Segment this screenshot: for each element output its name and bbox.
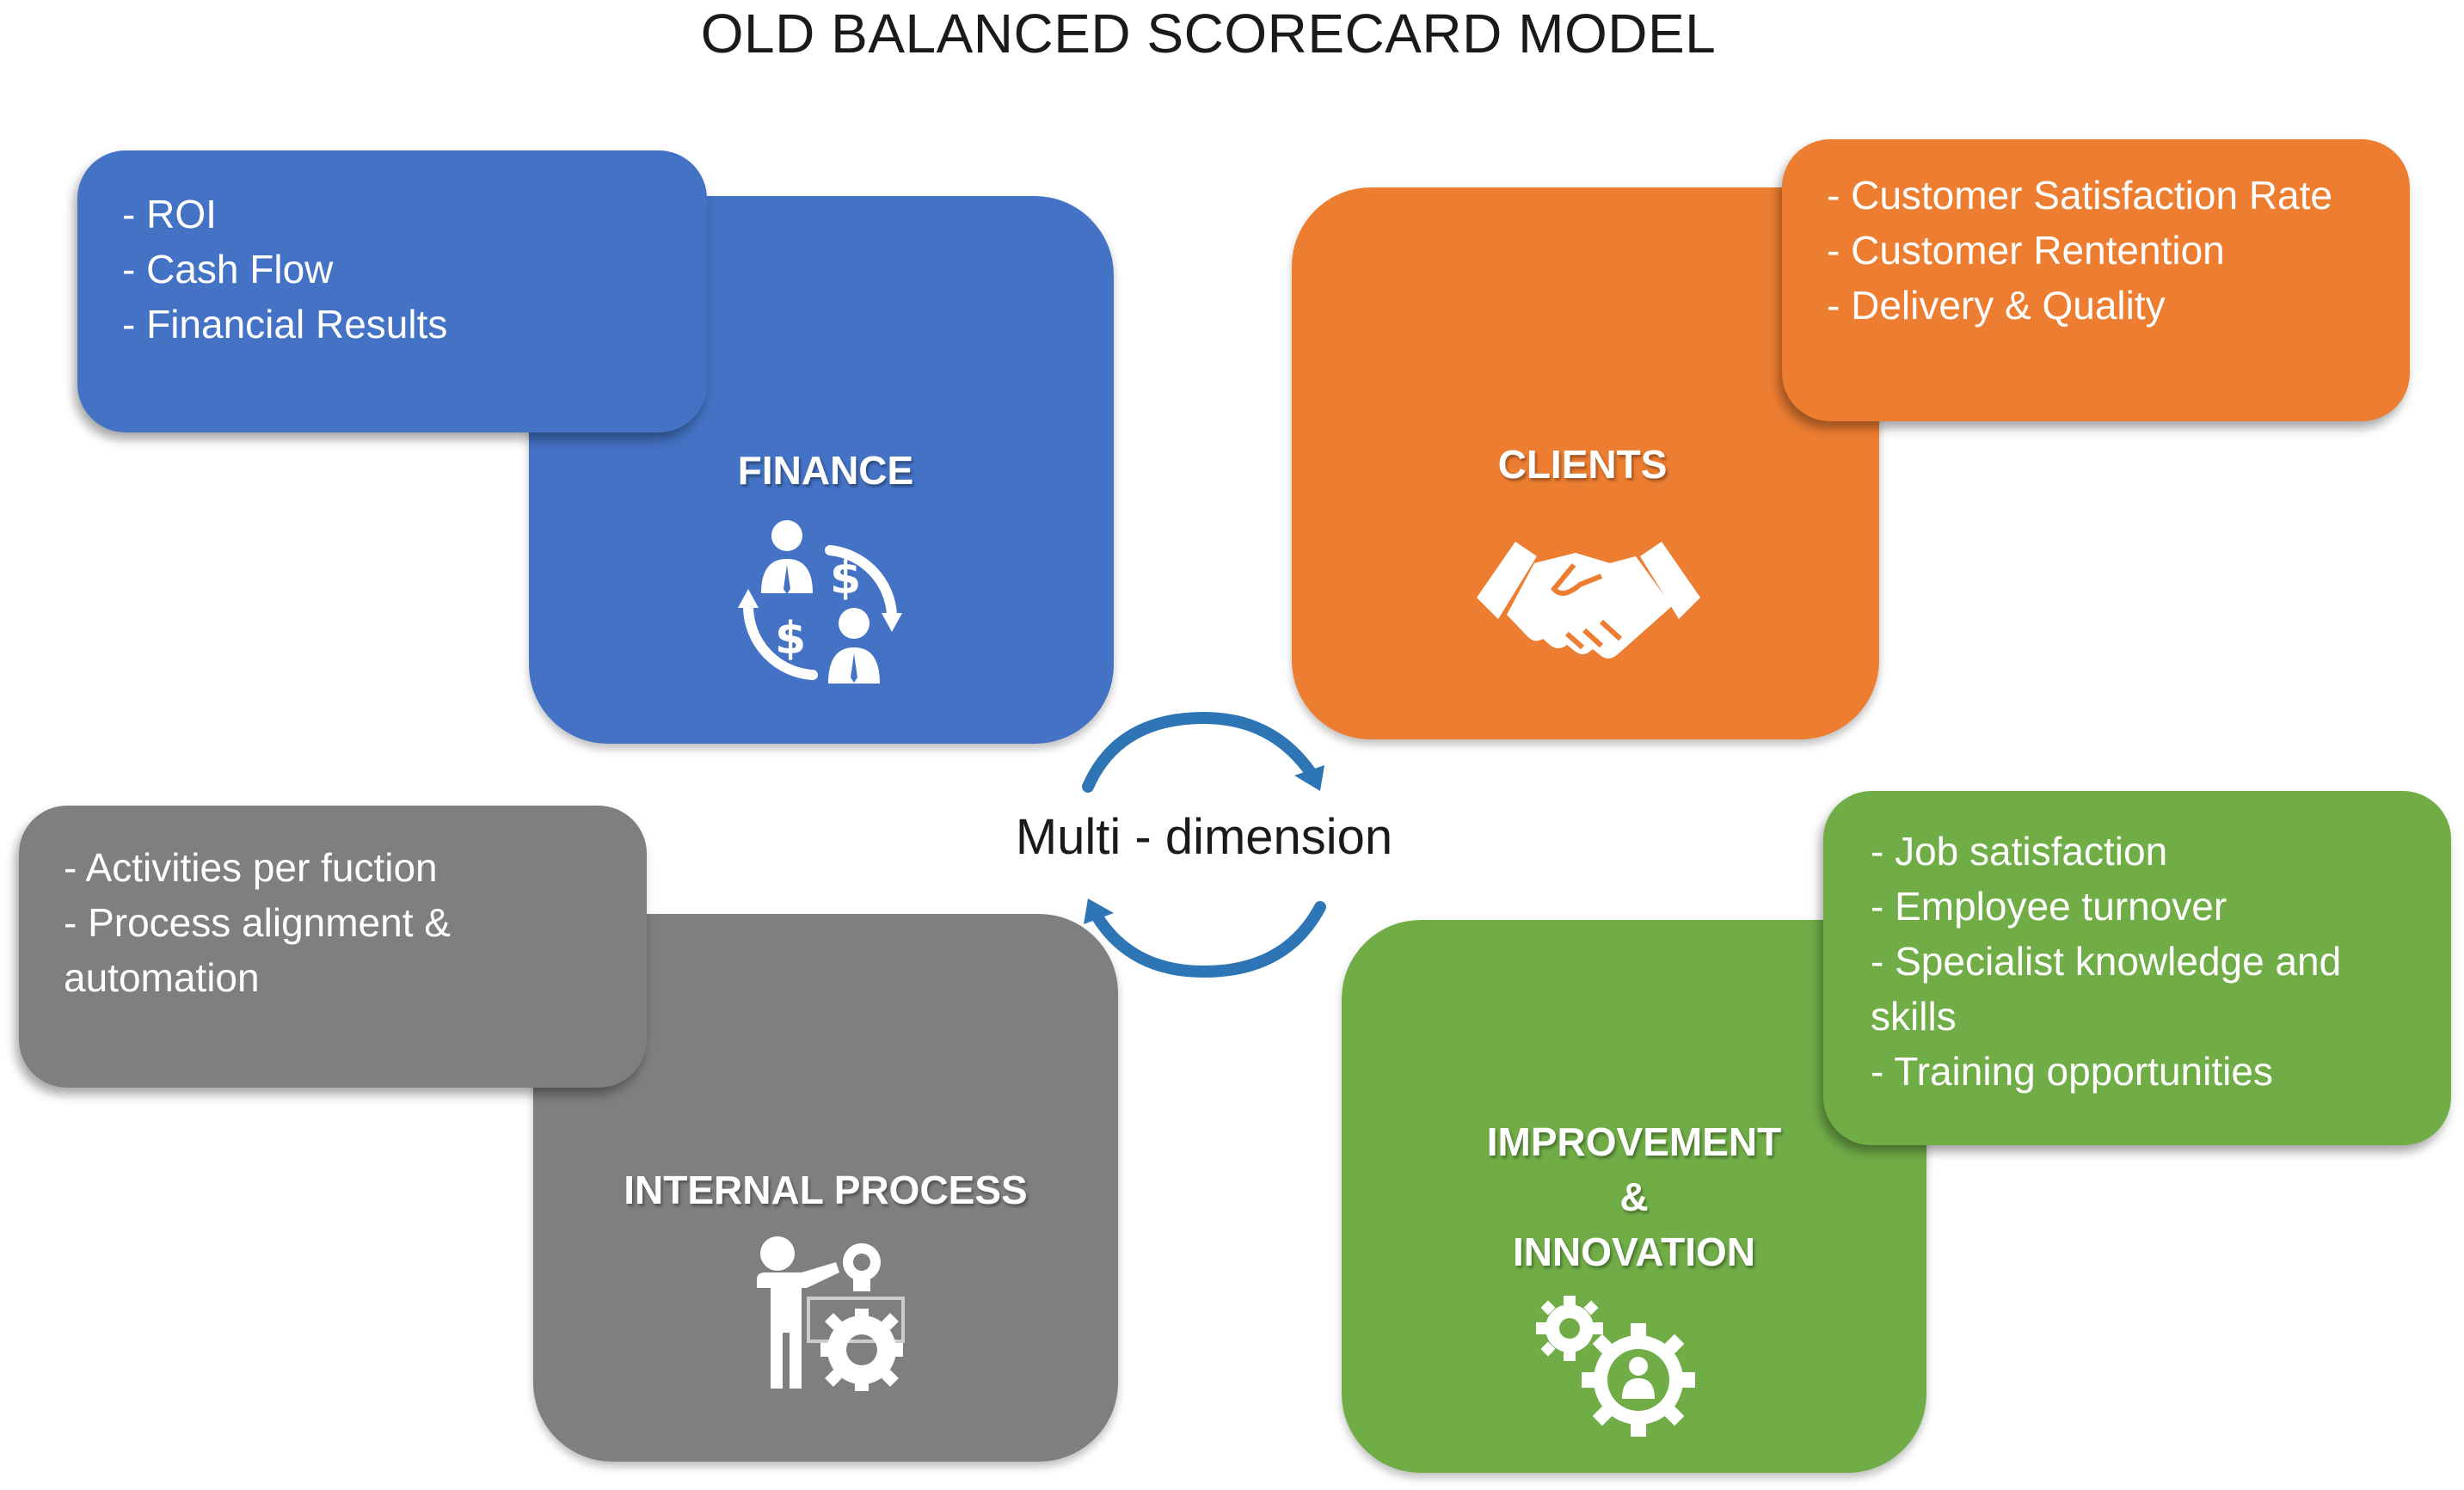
- improvement-metric-item: - Training opportunities: [1871, 1049, 2273, 1094]
- internal-process-label: INTERNAL PROCESS: [624, 1168, 1028, 1212]
- clients-metric-item: - Customer Rentention: [1827, 228, 2225, 273]
- clients-label: CLIENTS: [1497, 442, 1668, 487]
- svg-text:$: $: [775, 613, 806, 665]
- improvement-label: IMPROVEMENT & INNOVATION: [1419, 1114, 1849, 1279]
- clients-metric-item: - Customer Satisfaction Rate: [1827, 173, 2333, 218]
- improvement-label-line: &: [1619, 1174, 1649, 1219]
- internal-process-metric-item: automation: [64, 955, 260, 1000]
- finance-label: FINANCE: [737, 448, 914, 493]
- internal-process-metric-item: - Activities per fuction: [64, 845, 438, 890]
- improvement-label-line: INNOVATION: [1513, 1229, 1755, 1274]
- finance-metric-item: - Cash Flow: [122, 247, 334, 291]
- finance-metrics-box: - ROI - Cash Flow - Financial Results: [77, 150, 707, 432]
- internal-process-metrics-box: - Activities per fuction - Process align…: [19, 806, 647, 1088]
- improvement-metric-item: - Employee turnover: [1871, 884, 2227, 929]
- cycle-arrows-icon: [1082, 711, 1326, 978]
- diagram-title: OLD BALANCED SCORECARD MODEL: [700, 3, 1717, 64]
- presenter-gear-icon: [757, 1236, 905, 1391]
- improvement-metric-item: - Specialist knowledge and: [1871, 939, 2342, 984]
- finance-metric-item: - Financial Results: [122, 302, 448, 346]
- improvement-label-line: IMPROVEMENT: [1486, 1119, 1782, 1164]
- clients-metric-item: - Delivery & Quality: [1827, 283, 2166, 328]
- improvement-metrics-box: - Job satisfaction - Employee turnover -…: [1823, 791, 2451, 1145]
- improvement-metric-item: - Job satisfaction: [1871, 829, 2168, 874]
- handshake-icon: [1477, 542, 1700, 659]
- finance-metric-item: - ROI: [122, 192, 217, 236]
- internal-process-metric-item: - Process alignment &: [64, 900, 451, 945]
- clients-metrics-box: - Customer Satisfaction Rate - Customer …: [1782, 139, 2410, 421]
- gears-person-icon: [1536, 1296, 1695, 1437]
- multi-dimension-label: Multi - dimension: [1015, 809, 1393, 865]
- improvement-metric-item: skills: [1871, 994, 1957, 1039]
- money-exchange-icon: $ $: [738, 520, 902, 684]
